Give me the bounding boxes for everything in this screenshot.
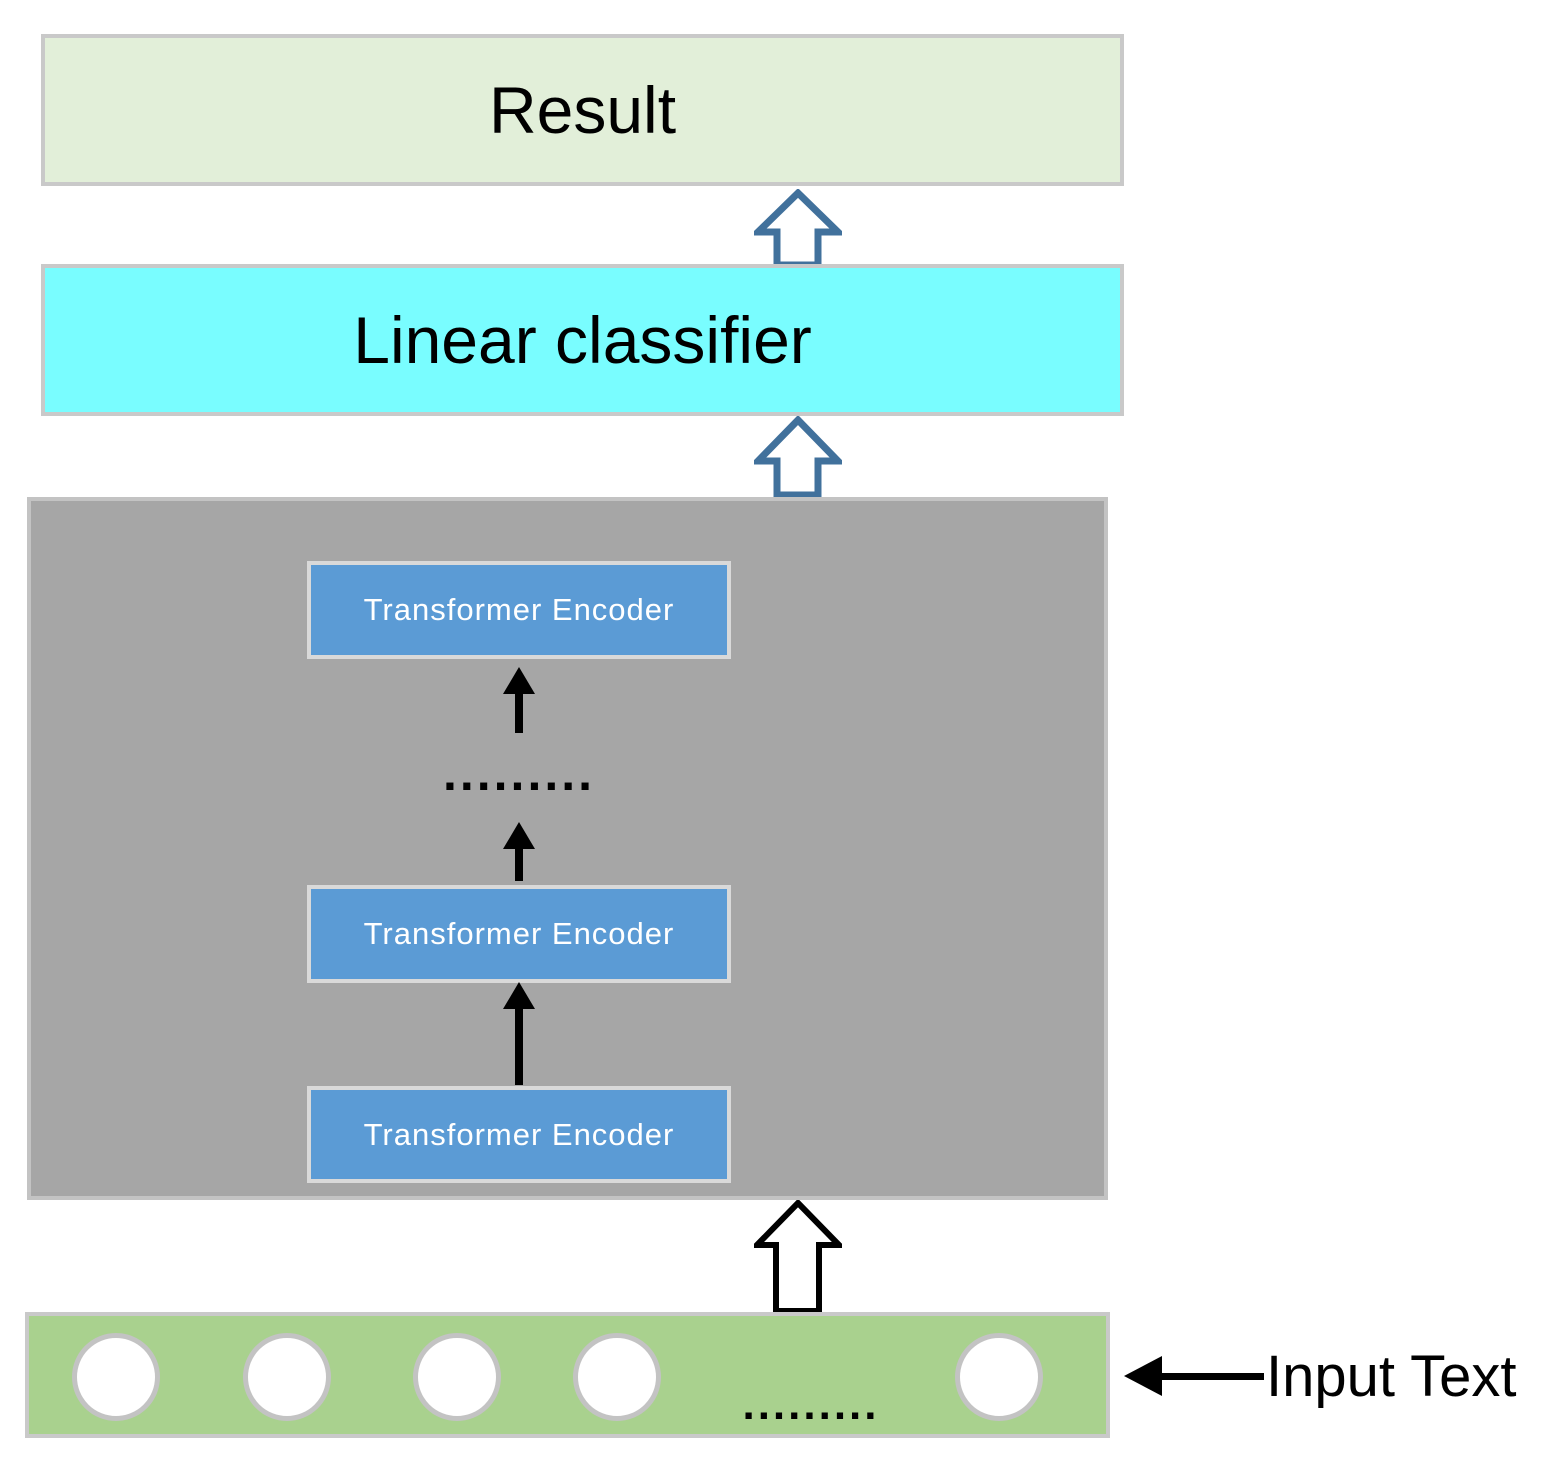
result-label: Result bbox=[488, 73, 677, 147]
up-arrow-icon bbox=[503, 667, 535, 733]
transformer-encoder-label: Transformer Encoder bbox=[363, 1116, 675, 1152]
transformer-encoder-box: Transformer Encoder bbox=[307, 561, 731, 659]
token-circle bbox=[72, 1333, 160, 1421]
encoder-stack-panel: Transformer Encoder ......... Transforme… bbox=[27, 497, 1108, 1200]
transformer-encoder-label: Transformer Encoder bbox=[363, 592, 675, 627]
transformer-encoder-label: Transformer Encoder bbox=[363, 916, 675, 951]
transformer-encoder-box: Transformer Encoder bbox=[307, 1086, 731, 1183]
token-circle bbox=[413, 1333, 501, 1421]
up-block-arrow-icon bbox=[754, 416, 842, 498]
result-box: Result bbox=[41, 34, 1124, 186]
arrow-shaft bbox=[515, 849, 523, 881]
up-arrow-icon bbox=[503, 822, 535, 881]
arrow-shaft bbox=[1158, 1373, 1264, 1380]
up-arrow-icon bbox=[503, 982, 535, 1085]
input-token-bar: ......... bbox=[25, 1312, 1110, 1438]
ellipsis-dots: ......... bbox=[442, 745, 596, 801]
arrow-head bbox=[503, 822, 535, 849]
ellipsis-dots: ......... bbox=[742, 1380, 880, 1429]
linear-classifier-label: Linear classifier bbox=[353, 303, 812, 377]
token-circle bbox=[573, 1333, 661, 1421]
token-circle bbox=[955, 1333, 1043, 1421]
transformer-encoder-box: Transformer Encoder bbox=[307, 885, 731, 983]
arrow-shaft bbox=[515, 694, 523, 733]
linear-classifier-box: Linear classifier bbox=[41, 264, 1124, 416]
arrow-head bbox=[1124, 1356, 1162, 1396]
token-circle bbox=[243, 1333, 331, 1421]
arrow-head bbox=[503, 982, 535, 1009]
left-arrow-icon bbox=[1124, 1354, 1264, 1398]
up-block-arrow-icon bbox=[754, 1200, 842, 1314]
arrow-head bbox=[503, 667, 535, 694]
up-block-arrow-icon bbox=[754, 189, 842, 268]
arrow-shaft bbox=[515, 1009, 523, 1085]
input-text-label: Input Text bbox=[1266, 1343, 1517, 1409]
